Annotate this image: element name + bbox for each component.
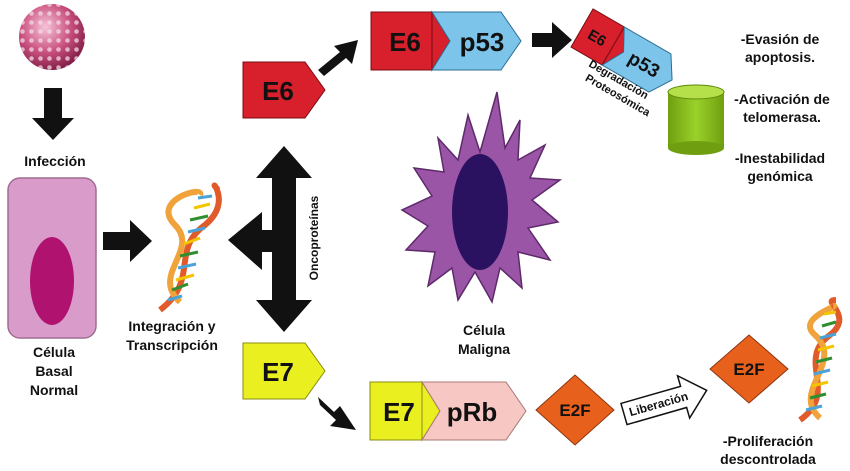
- malignant-cell-label-2: Maligna: [458, 341, 510, 357]
- e6-p53-complex: E6 p53: [370, 10, 522, 72]
- release-arrow: Liberación: [620, 374, 708, 426]
- oncoproteins-branch-arrow: [228, 146, 312, 332]
- integration-label-2: Transcripción: [126, 337, 218, 353]
- e7-effect-1a: -Proliferación: [723, 433, 813, 449]
- oncoproteins-label: Oncoproteínas: [307, 195, 321, 280]
- e7-effects-list: -Proliferación descontrolada: [720, 433, 816, 467]
- basal-cell-label-3: Normal: [30, 382, 78, 398]
- basal-cell-icon: [7, 177, 97, 339]
- e6-effect-1b: apoptosis.: [745, 49, 815, 65]
- dna-helix-icon: [158, 182, 222, 313]
- e2f-bound-diamond: E2F: [535, 374, 615, 446]
- p53-label: p53: [460, 27, 505, 57]
- arrow-complex-to-degradation: [532, 22, 572, 58]
- malignant-cell-icon: [400, 91, 563, 305]
- e6-box: E6: [242, 61, 326, 119]
- e7-effect-1b: descontrolada: [720, 451, 816, 467]
- e6-effect-3a: -Inestabilidad: [735, 150, 825, 166]
- prb-label: pRb: [447, 397, 498, 427]
- e6-effect-1a: -Evasión de: [741, 31, 820, 47]
- integration-label-1: Integración y: [128, 318, 215, 334]
- e2f-free-diamond: E2F: [709, 334, 789, 404]
- e6-label: E6: [262, 76, 294, 106]
- e6-effect-2a: -Activación de: [734, 91, 830, 107]
- hpv-virus-icon: [19, 4, 85, 70]
- e6-effect-2b: telomerasa.: [743, 109, 821, 125]
- e7-complex-label: E7: [383, 397, 415, 427]
- arrow-right-integration: [103, 220, 152, 262]
- e6-degraded-label: E6: [585, 26, 609, 50]
- e2f-bound-label: E2F: [559, 401, 590, 420]
- dna-helix-icon-2: [798, 297, 843, 423]
- arrow-down-infection: [32, 88, 74, 140]
- e6-p53-degraded-complex: E6 p53: [570, 8, 673, 93]
- arrow-e7-to-complex: [318, 397, 356, 430]
- e6-complex-label: E6: [389, 27, 421, 57]
- e7-box: E7: [242, 342, 326, 400]
- proteasome-cylinder-icon: [667, 84, 725, 155]
- infection-label: Infección: [24, 153, 85, 169]
- e2f-free-label: E2F: [733, 360, 764, 379]
- arrow-e6-to-complex: [318, 40, 358, 76]
- basal-cell-label-1: Célula: [33, 344, 75, 360]
- e7-prb-complex: E7 pRb: [369, 380, 527, 442]
- basal-cell-label-2: Basal: [35, 363, 72, 379]
- e6-effect-3b: genómica: [747, 168, 813, 184]
- e6-effects-list: -Evasión de apoptosis. -Activación de te…: [734, 31, 830, 184]
- e7-label: E7: [262, 357, 294, 387]
- malignant-cell-label-1: Célula: [463, 322, 505, 338]
